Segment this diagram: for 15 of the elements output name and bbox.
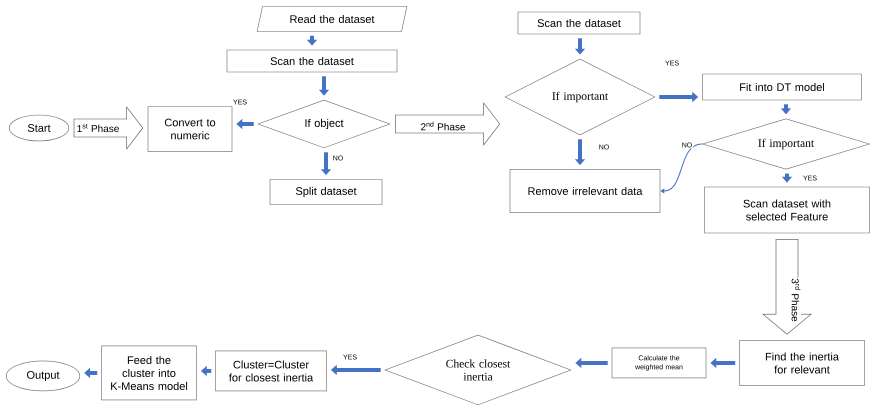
process-box: Feed the cluster into K-Means model bbox=[101, 346, 197, 400]
edge-label: 3$^{rd}$ Phase bbox=[791, 278, 801, 322]
process-box: Scan dataset with selected Feature bbox=[704, 186, 870, 234]
process-box: Scan the dataset bbox=[518, 12, 640, 34]
terminal-oval: Output bbox=[6, 360, 80, 392]
process-box: Convert to numeric bbox=[148, 106, 232, 152]
edge-label: 2$^{nd}$ Phase bbox=[420, 121, 466, 131]
process-box: Split dataset bbox=[270, 179, 382, 205]
process-box: Cluster=Cluster for closest inertia bbox=[215, 350, 327, 392]
input-parallelogram: Read the dataset bbox=[256, 6, 408, 32]
process-box: Find the inertia for relevant bbox=[739, 340, 865, 386]
process-box: Scan the dataset bbox=[226, 50, 398, 72]
process-box: Remove irrelevant data bbox=[510, 169, 660, 213]
process-box: Fit into DT model bbox=[702, 74, 862, 100]
terminal-oval: Start bbox=[9, 114, 69, 142]
